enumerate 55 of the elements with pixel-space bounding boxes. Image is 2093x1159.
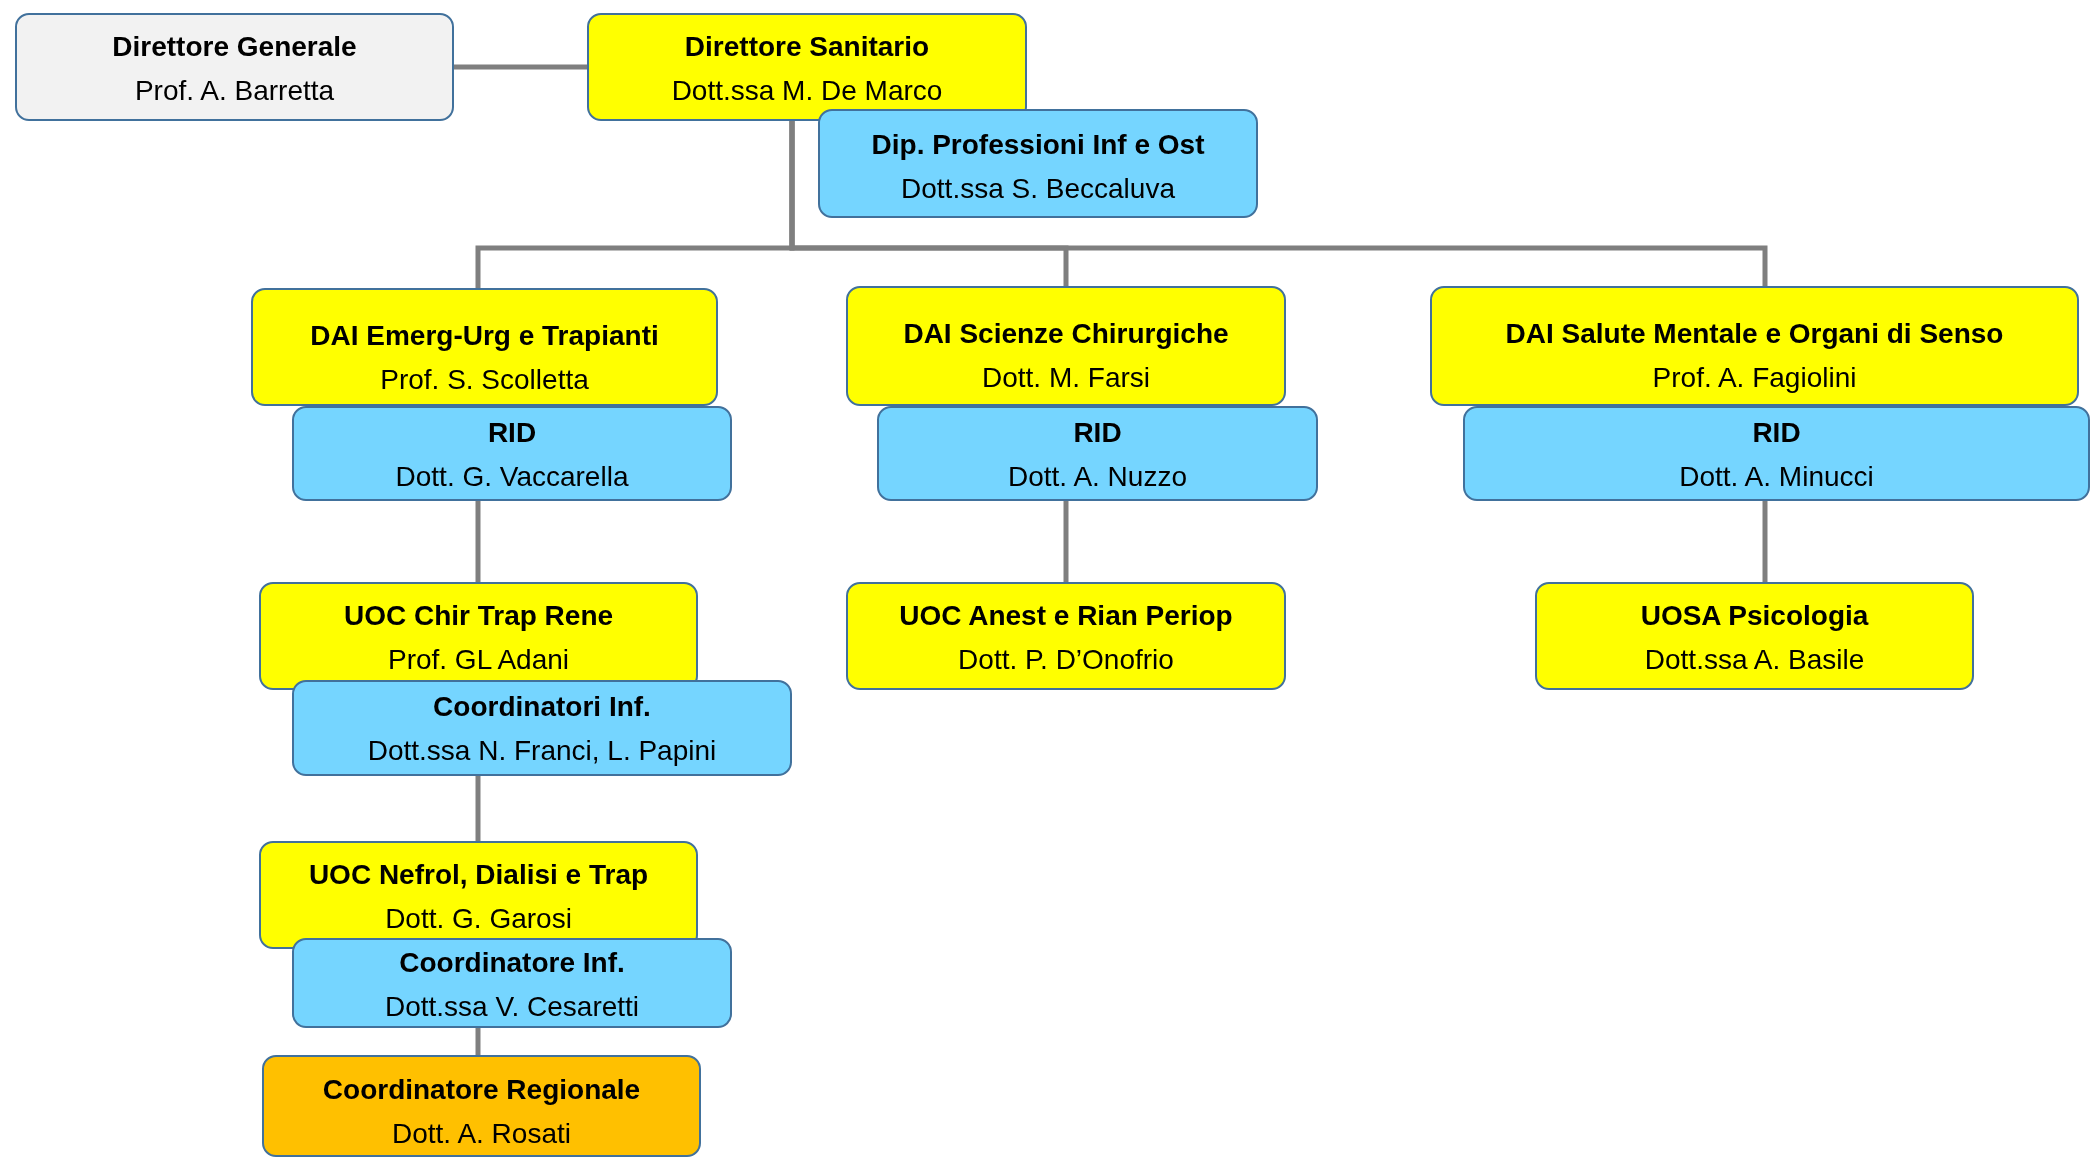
org-box	[818, 109, 1258, 218]
unit-title: DAI Emerg-Urg e Trapianti	[310, 319, 659, 353]
connector-line	[475, 1028, 481, 1055]
person-name: Prof. A. Barretta	[134, 74, 335, 108]
person-name: Dott. G. Vaccarella	[395, 460, 629, 494]
connector-line	[475, 501, 481, 582]
org-box	[1463, 406, 2090, 501]
connector-line	[1762, 501, 1768, 582]
unit-title: UOC Nefrol, Dialisi e Trap	[308, 858, 649, 892]
connector-line	[1063, 501, 1069, 582]
person-name: Dott. A. Nuzzo	[1008, 460, 1187, 494]
org-box	[846, 286, 1286, 406]
org-box	[292, 680, 792, 776]
org-box	[846, 582, 1286, 690]
person-name: Dott.ssa M. De Marco	[671, 74, 943, 108]
unit-title: Coordinatore Inf.	[399, 946, 625, 980]
connector-line	[789, 121, 1768, 286]
org-box	[15, 13, 454, 121]
unit-title: UOC Anest e Rian Periop	[899, 599, 1233, 633]
org-box	[292, 938, 732, 1028]
unit-title: Dip. Professioni Inf e Ost	[871, 128, 1205, 162]
org-box	[259, 841, 698, 949]
org-box	[1535, 582, 1974, 690]
unit-title: DAI Scienze Chirurgiche	[903, 317, 1229, 351]
connector-line	[475, 776, 481, 841]
person-name: Prof. S. Scolletta	[380, 363, 589, 397]
unit-title: RID	[1752, 416, 1801, 450]
org-box	[262, 1055, 701, 1157]
unit-title: UOSA Psicologia	[1640, 599, 1869, 633]
person-name: Dott. A. Rosati	[392, 1117, 571, 1151]
person-name: Dott.ssa V. Cesaretti	[384, 990, 640, 1024]
person-name: Dott. M. Farsi	[982, 361, 1150, 395]
person-name: Dott. A. Minucci	[1679, 460, 1874, 494]
person-name: Dott.ssa N. Franci, L. Papini	[367, 734, 717, 768]
connector-line	[454, 64, 587, 70]
person-name: Dott. P. D’Onofrio	[958, 643, 1174, 677]
person-name: Dott.ssa A. Basile	[1644, 643, 1865, 677]
unit-title: Direttore Generale	[112, 30, 357, 64]
unit-title: RID	[487, 416, 537, 450]
org-box	[877, 406, 1318, 501]
unit-title: RID	[1073, 416, 1122, 450]
person-name: Dott.ssa S. Beccaluva	[901, 172, 1175, 206]
person-name: Prof. A. Fagiolini	[1652, 361, 1857, 395]
person-name: Dott. G. Garosi	[385, 902, 572, 936]
person-name: Prof. GL Adani	[387, 643, 570, 677]
unit-title: DAI Salute Mentale e Organi di Senso	[1505, 317, 2004, 351]
org-box	[251, 288, 718, 406]
org-box	[1430, 286, 2079, 406]
org-box	[587, 13, 1027, 121]
unit-title: Coordinatori Inf.	[433, 690, 651, 724]
unit-title: Direttore Sanitario	[684, 30, 930, 64]
org-box	[292, 406, 732, 501]
unit-title: UOC Chir Trap Rene	[343, 599, 614, 633]
unit-title: Coordinatore Regionale	[322, 1073, 641, 1107]
org-box	[259, 582, 698, 690]
